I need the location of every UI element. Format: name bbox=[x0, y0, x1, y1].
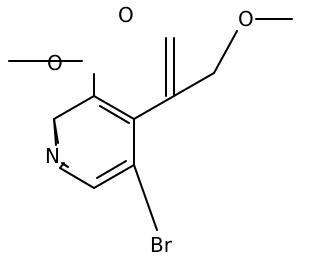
bond-c4-c5-inner bbox=[96, 160, 127, 179]
chemical-structure: N O O O Br bbox=[8, 3, 293, 257]
bond-c6-n-inner bbox=[61, 162, 69, 168]
bond-c1-n bbox=[53, 118, 57, 146]
carbonyl-oxygen-label: O bbox=[118, 3, 134, 27]
bond-c5-c6 bbox=[59, 167, 95, 189]
nitrogen-label: N bbox=[45, 144, 60, 168]
bond-carbonyl-ch2 bbox=[173, 72, 215, 97]
bond-c2-c3-inner bbox=[99, 105, 130, 124]
ether-oxygen-label: O bbox=[238, 7, 254, 31]
bond-ring-bromine bbox=[133, 164, 158, 231]
bond-ring-carbonyl bbox=[133, 95, 175, 120]
bond-c1-c2 bbox=[53, 95, 95, 120]
pyridine-ring bbox=[53, 95, 135, 189]
bond-c4-c5 bbox=[93, 164, 135, 189]
bond-c2-c3 bbox=[93, 95, 135, 120]
bond-ch2-o bbox=[213, 30, 238, 74]
bromine-label: Br bbox=[150, 233, 173, 257]
methoxy-group bbox=[8, 60, 95, 97]
methoxy-oxygen-label: O bbox=[47, 51, 63, 75]
methoxyacetyl-chain bbox=[133, 18, 293, 120]
